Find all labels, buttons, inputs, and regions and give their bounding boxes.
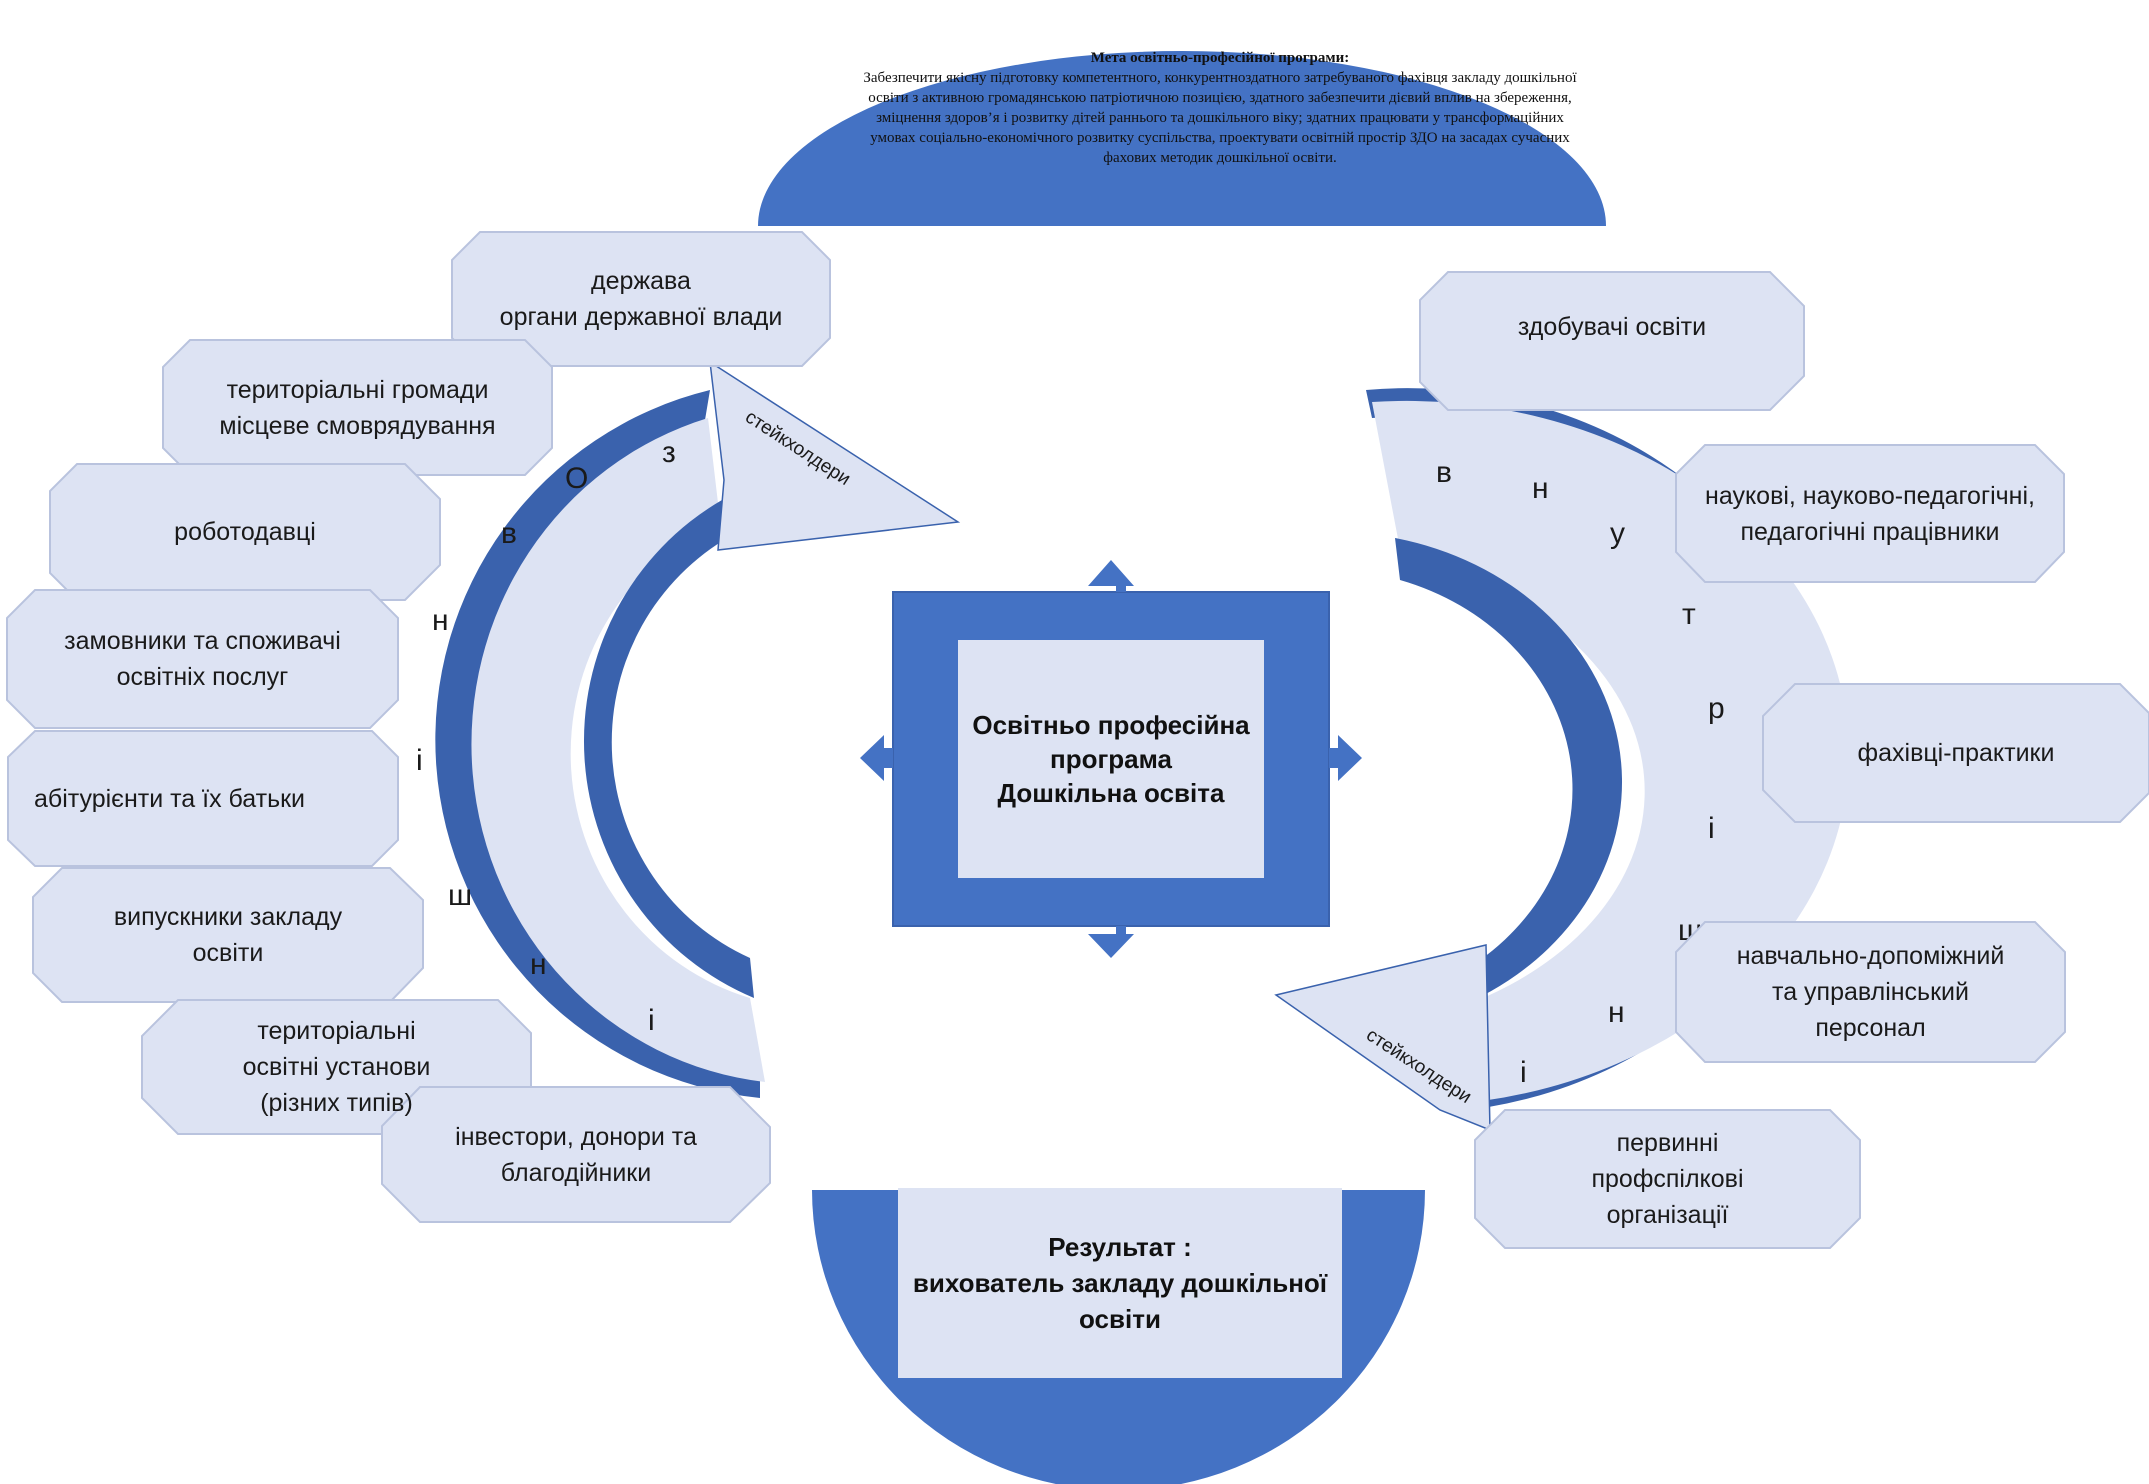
ext-box-investors	[381, 1086, 771, 1223]
ext-letter: і	[416, 744, 423, 777]
ext-box-graduates	[32, 867, 424, 1003]
ext-letter: в	[501, 517, 517, 550]
external-band	[471, 418, 765, 1082]
external-letters: з О в н і ш н і	[416, 436, 676, 1037]
internal-boxes	[1419, 271, 2149, 1249]
internal-letters: в н у т р і ш н і	[1436, 456, 1725, 1089]
result-label: Результат : вихователь закладу дошкільно…	[912, 1232, 1328, 1334]
int-box-practitioners	[1762, 683, 2149, 823]
ext-letter: н	[432, 604, 449, 637]
ext-letter: і	[648, 1004, 655, 1037]
ext-box-communities	[162, 339, 553, 476]
ext-letter: ш	[448, 879, 472, 912]
int-letter: і	[1520, 1056, 1527, 1089]
result-box	[898, 1188, 1342, 1378]
int-box-staff	[1675, 921, 2066, 1063]
arrow-down-icon	[1088, 926, 1134, 958]
external-inner-ring	[583, 500, 754, 998]
goal-title: Мета освітньо-професійної програми:	[1090, 50, 1350, 66]
int-letter: і	[1708, 812, 1715, 845]
ext-box-state	[451, 231, 831, 367]
int-letter: т	[1682, 598, 1696, 631]
int-letter: р	[1708, 692, 1725, 725]
ext-box-employers	[49, 463, 441, 601]
ext-letter: з	[662, 436, 676, 469]
int-letter: в	[1436, 456, 1452, 489]
center-program-title: Освітньо професійна програма Дошкільна о…	[958, 640, 1264, 878]
ext-box-applicants	[7, 730, 399, 867]
center-inner-box	[958, 640, 1264, 878]
result-title: Результат : вихователь закладу дошкільно…	[900, 1188, 1340, 1378]
external-boxes	[6, 231, 831, 1223]
int-box-teachers	[1675, 444, 2065, 583]
arrow-left-icon	[860, 735, 893, 781]
ext-letter: О	[565, 462, 588, 495]
external-outer-ring	[435, 390, 760, 1098]
int-letter: у	[1610, 517, 1625, 550]
int-letter: н	[1608, 996, 1625, 1029]
goal-description: Забезпечити якісну підготовку компетентн…	[863, 70, 1577, 166]
external-arrow	[435, 360, 961, 1098]
goal-half-ellipse	[758, 51, 1606, 226]
int-box-unions	[1474, 1109, 1861, 1249]
internal-inner-ring	[1395, 538, 1623, 996]
arrow-right-icon	[1329, 735, 1362, 781]
ext-box-customers	[6, 589, 399, 729]
int-letter: н	[1532, 472, 1549, 505]
arrow-up-icon	[1088, 560, 1134, 592]
center-arrows	[860, 560, 1362, 958]
ext-letter: н	[530, 948, 547, 981]
goal-text-block: Мета освітньо-професійної програми: Забе…	[860, 48, 1580, 223]
external-arrowhead	[709, 360, 961, 551]
center-program-label: Освітньо професійна програма Дошкільна о…	[972, 710, 1250, 808]
int-box-students	[1419, 271, 1805, 411]
